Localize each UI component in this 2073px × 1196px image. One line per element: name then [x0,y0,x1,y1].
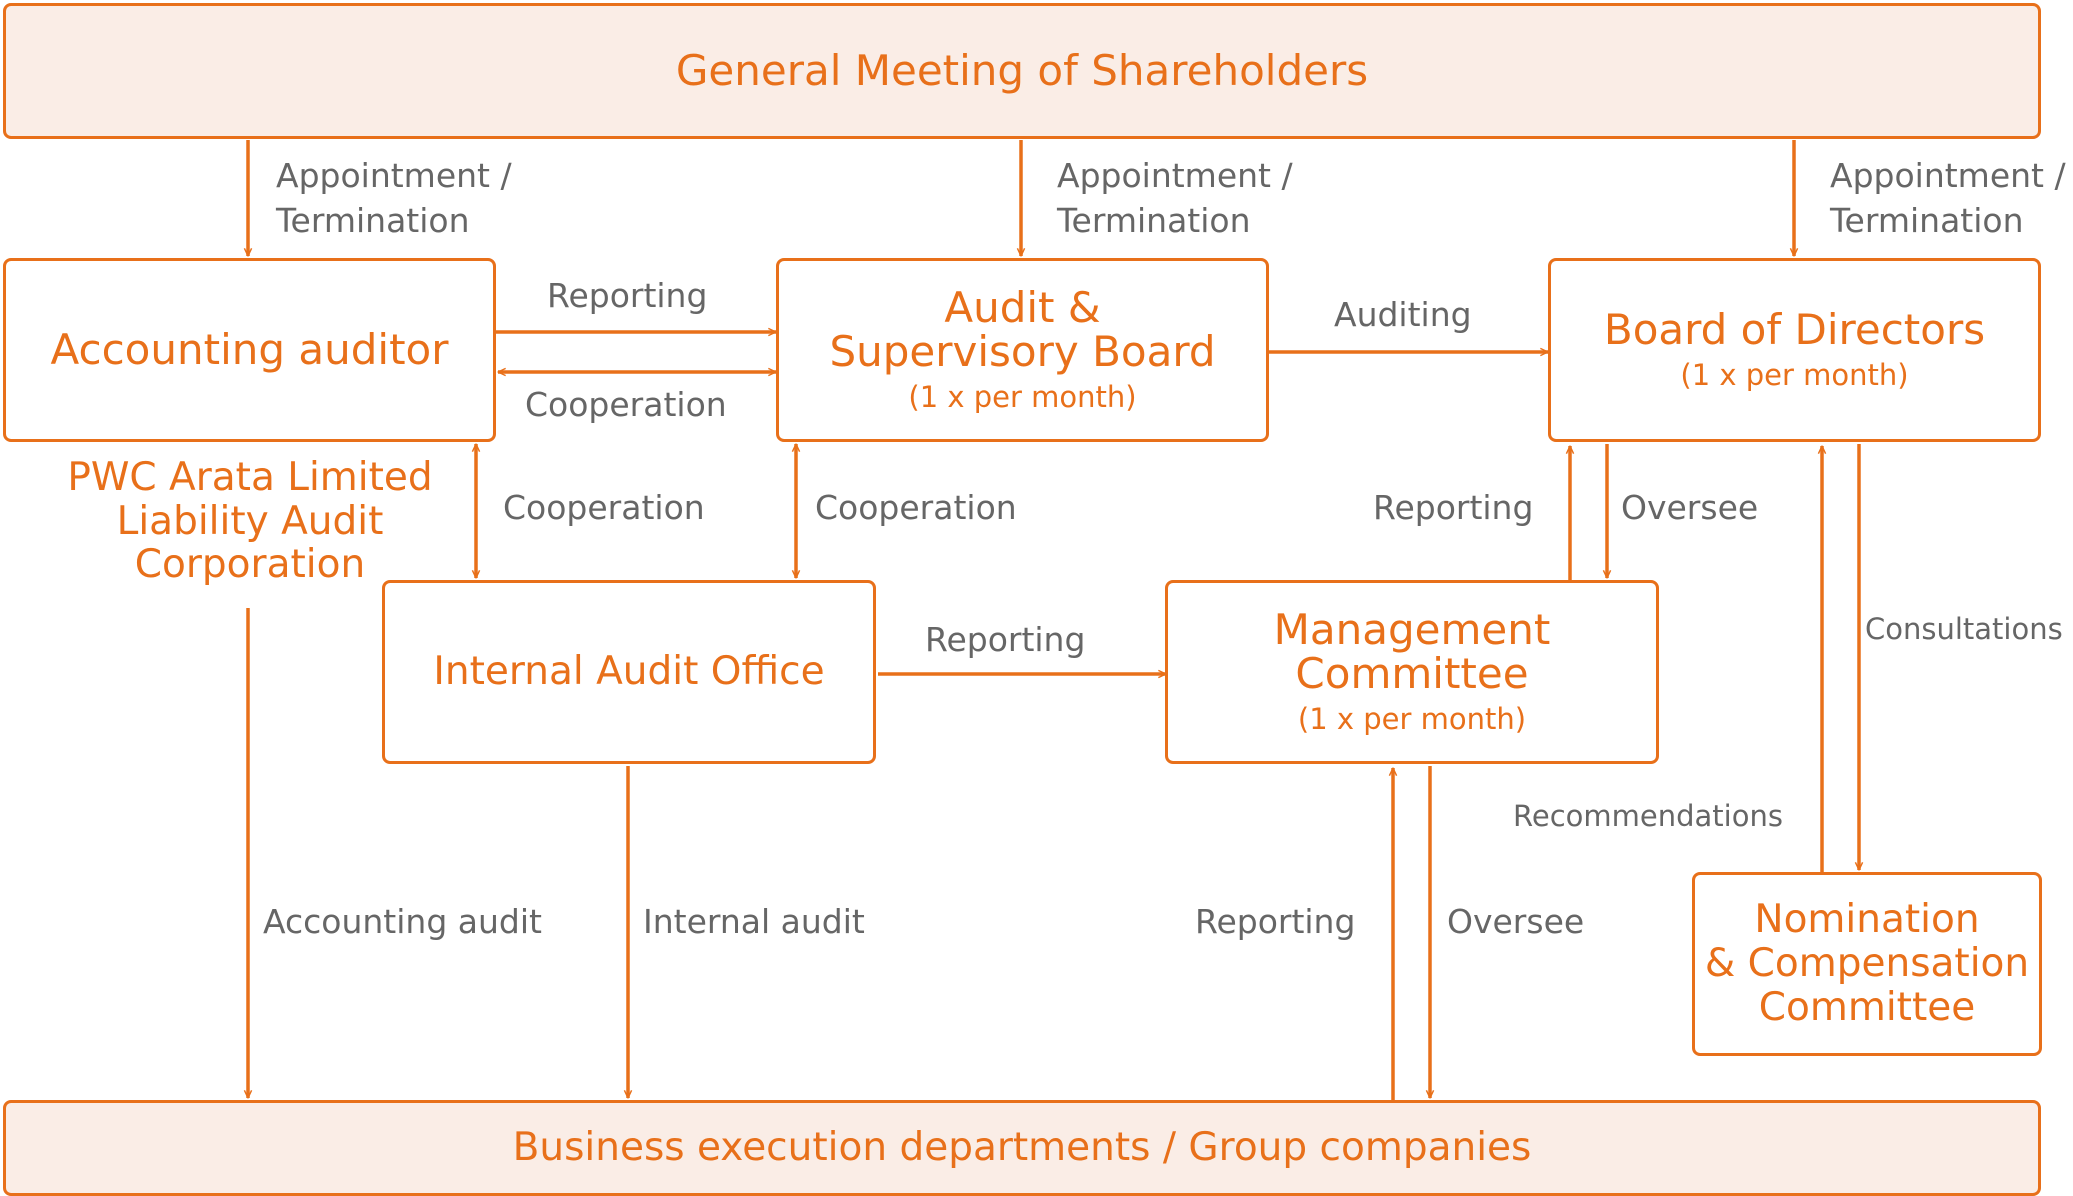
label-reporting-ia-mc: Reporting [925,620,1086,659]
label-reporting-aa-asb: Reporting [547,276,708,315]
internal-audit-box: Internal Audit Office [382,580,876,764]
label-oversee-bod-mc: Oversee [1621,488,1759,527]
shareholders-box: General Meeting of Shareholders [3,3,2041,139]
label-appointment-audit-board: Appointment / Termination [1057,156,1293,240]
label-cooperation-aa-asb: Cooperation [525,385,727,424]
label-internal-audit: Internal audit [643,902,865,941]
label-auditing: Auditing [1334,295,1472,334]
label-cooperation-asb-ia: Cooperation [815,488,1017,527]
board-directors-title: Board of Directors [1603,304,1986,354]
board-directors-frequency: (1 x per month) [1680,358,1909,393]
label-oversee-mc-bus: Oversee [1447,902,1585,941]
management-committee-frequency: (1 x per month) [1297,702,1527,737]
label-accounting-audit: Accounting audit [263,902,542,941]
business-execution-box: Business execution departments / Group c… [3,1100,2041,1196]
audit-board-box: Audit & Supervisory Board (1 x per month… [776,258,1269,442]
auditor-firm-name: PWC Arata Limited Liability Audit Corpor… [67,455,433,588]
nomination-committee-box: Nomination & Compensation Committee [1692,872,2042,1056]
management-committee-box: Management Committee (1 x per month) [1165,580,1659,764]
label-reporting-bus-mc: Reporting [1195,902,1356,941]
shareholders-title: General Meeting of Shareholders [675,45,1369,95]
accounting-auditor-title: Accounting auditor [50,324,449,374]
audit-board-frequency: (1 x per month) [908,380,1137,415]
internal-audit-title: Internal Audit Office [433,648,825,694]
audit-board-title: Audit & Supervisory Board [829,282,1216,376]
label-appointment-accounting-auditor: Appointment / Termination [276,156,512,240]
label-consultations: Consultations [1865,612,2063,646]
board-directors-box: Board of Directors (1 x per month) [1548,258,2041,442]
label-reporting-mc-bod: Reporting [1373,488,1534,527]
management-committee-title: Management Committee [1273,604,1551,698]
accounting-auditor-box: Accounting auditor [3,258,496,442]
label-appointment-board-directors: Appointment / Termination [1830,156,2066,240]
nomination-committee-title: Nomination & Compensation Committee [1704,897,2030,1030]
label-recommendations: Recommendations [1513,799,1783,833]
label-cooperation-aa-ia: Cooperation [503,488,705,527]
business-execution-title: Business execution departments / Group c… [512,1124,1532,1170]
